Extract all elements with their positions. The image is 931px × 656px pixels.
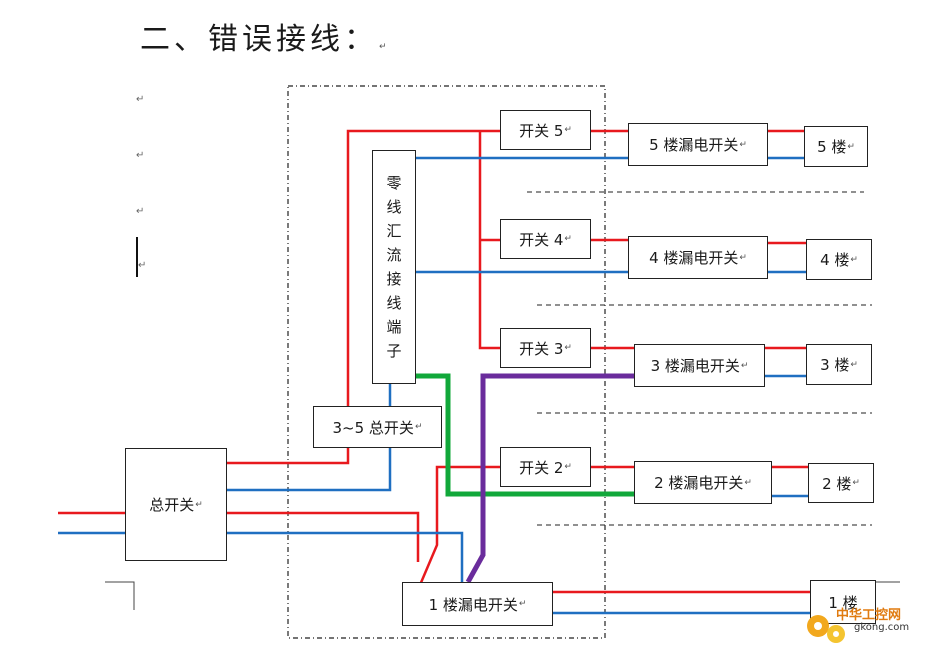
paragraph-mark: ↵: [136, 206, 145, 217]
rcd-3-box: 3 楼漏电开关↵: [634, 344, 765, 387]
sub-switch-box: 3~5 总开关↵: [313, 406, 442, 448]
neutral-wire: [58, 531, 464, 582]
rcd-2-box: 2 楼漏电开关↵: [634, 461, 772, 504]
switch-5-box: 开关 5↵: [500, 110, 591, 150]
page-corner-mark: [105, 581, 135, 610]
paragraph-mark: ↵: [136, 150, 145, 161]
floor-2-box: 2 楼↵: [808, 463, 874, 503]
neutral-wire: [227, 448, 392, 492]
floor-5-box: 5 楼↵: [804, 126, 868, 167]
rcd-1-box: 1 楼漏电开关↵: [402, 582, 553, 626]
distribution-box-outline: [287, 85, 606, 639]
floor-4-box: 4 楼↵: [806, 239, 872, 280]
watermark-logo: 中华工控网 gkong.com: [796, 600, 926, 648]
switch-2-box: 开关 2↵: [500, 447, 591, 487]
main-switch-box: 总开关↵: [125, 448, 227, 561]
paragraph-mark: ↵: [136, 94, 145, 105]
gear-icon: [807, 615, 845, 643]
watermark-name: 中华工控网: [836, 608, 902, 623]
live-wire: [58, 511, 420, 562]
green-neutral-wire: [416, 373, 634, 497]
live-wire: [478, 131, 500, 350]
live-wire: [418, 465, 500, 586]
purple-neutral-wire: [465, 373, 634, 584]
watermark-url: gkong.com: [854, 622, 910, 633]
page-title: 二、错误接线：↵: [140, 22, 391, 57]
switch-3-box: 开关 3↵: [500, 328, 591, 368]
floor-3-box: 3 楼↵: [806, 344, 872, 385]
rcd-4-box: 4 楼漏电开关↵: [628, 236, 768, 279]
neutral-busbar-box: 零线汇流接线端子: [372, 150, 416, 384]
rcd-5-box: 5 楼漏电开关↵: [628, 123, 768, 166]
live-wire: [227, 129, 500, 465]
paragraph-mark: ↵: [138, 260, 147, 271]
switch-4-box: 开关 4↵: [500, 219, 591, 259]
